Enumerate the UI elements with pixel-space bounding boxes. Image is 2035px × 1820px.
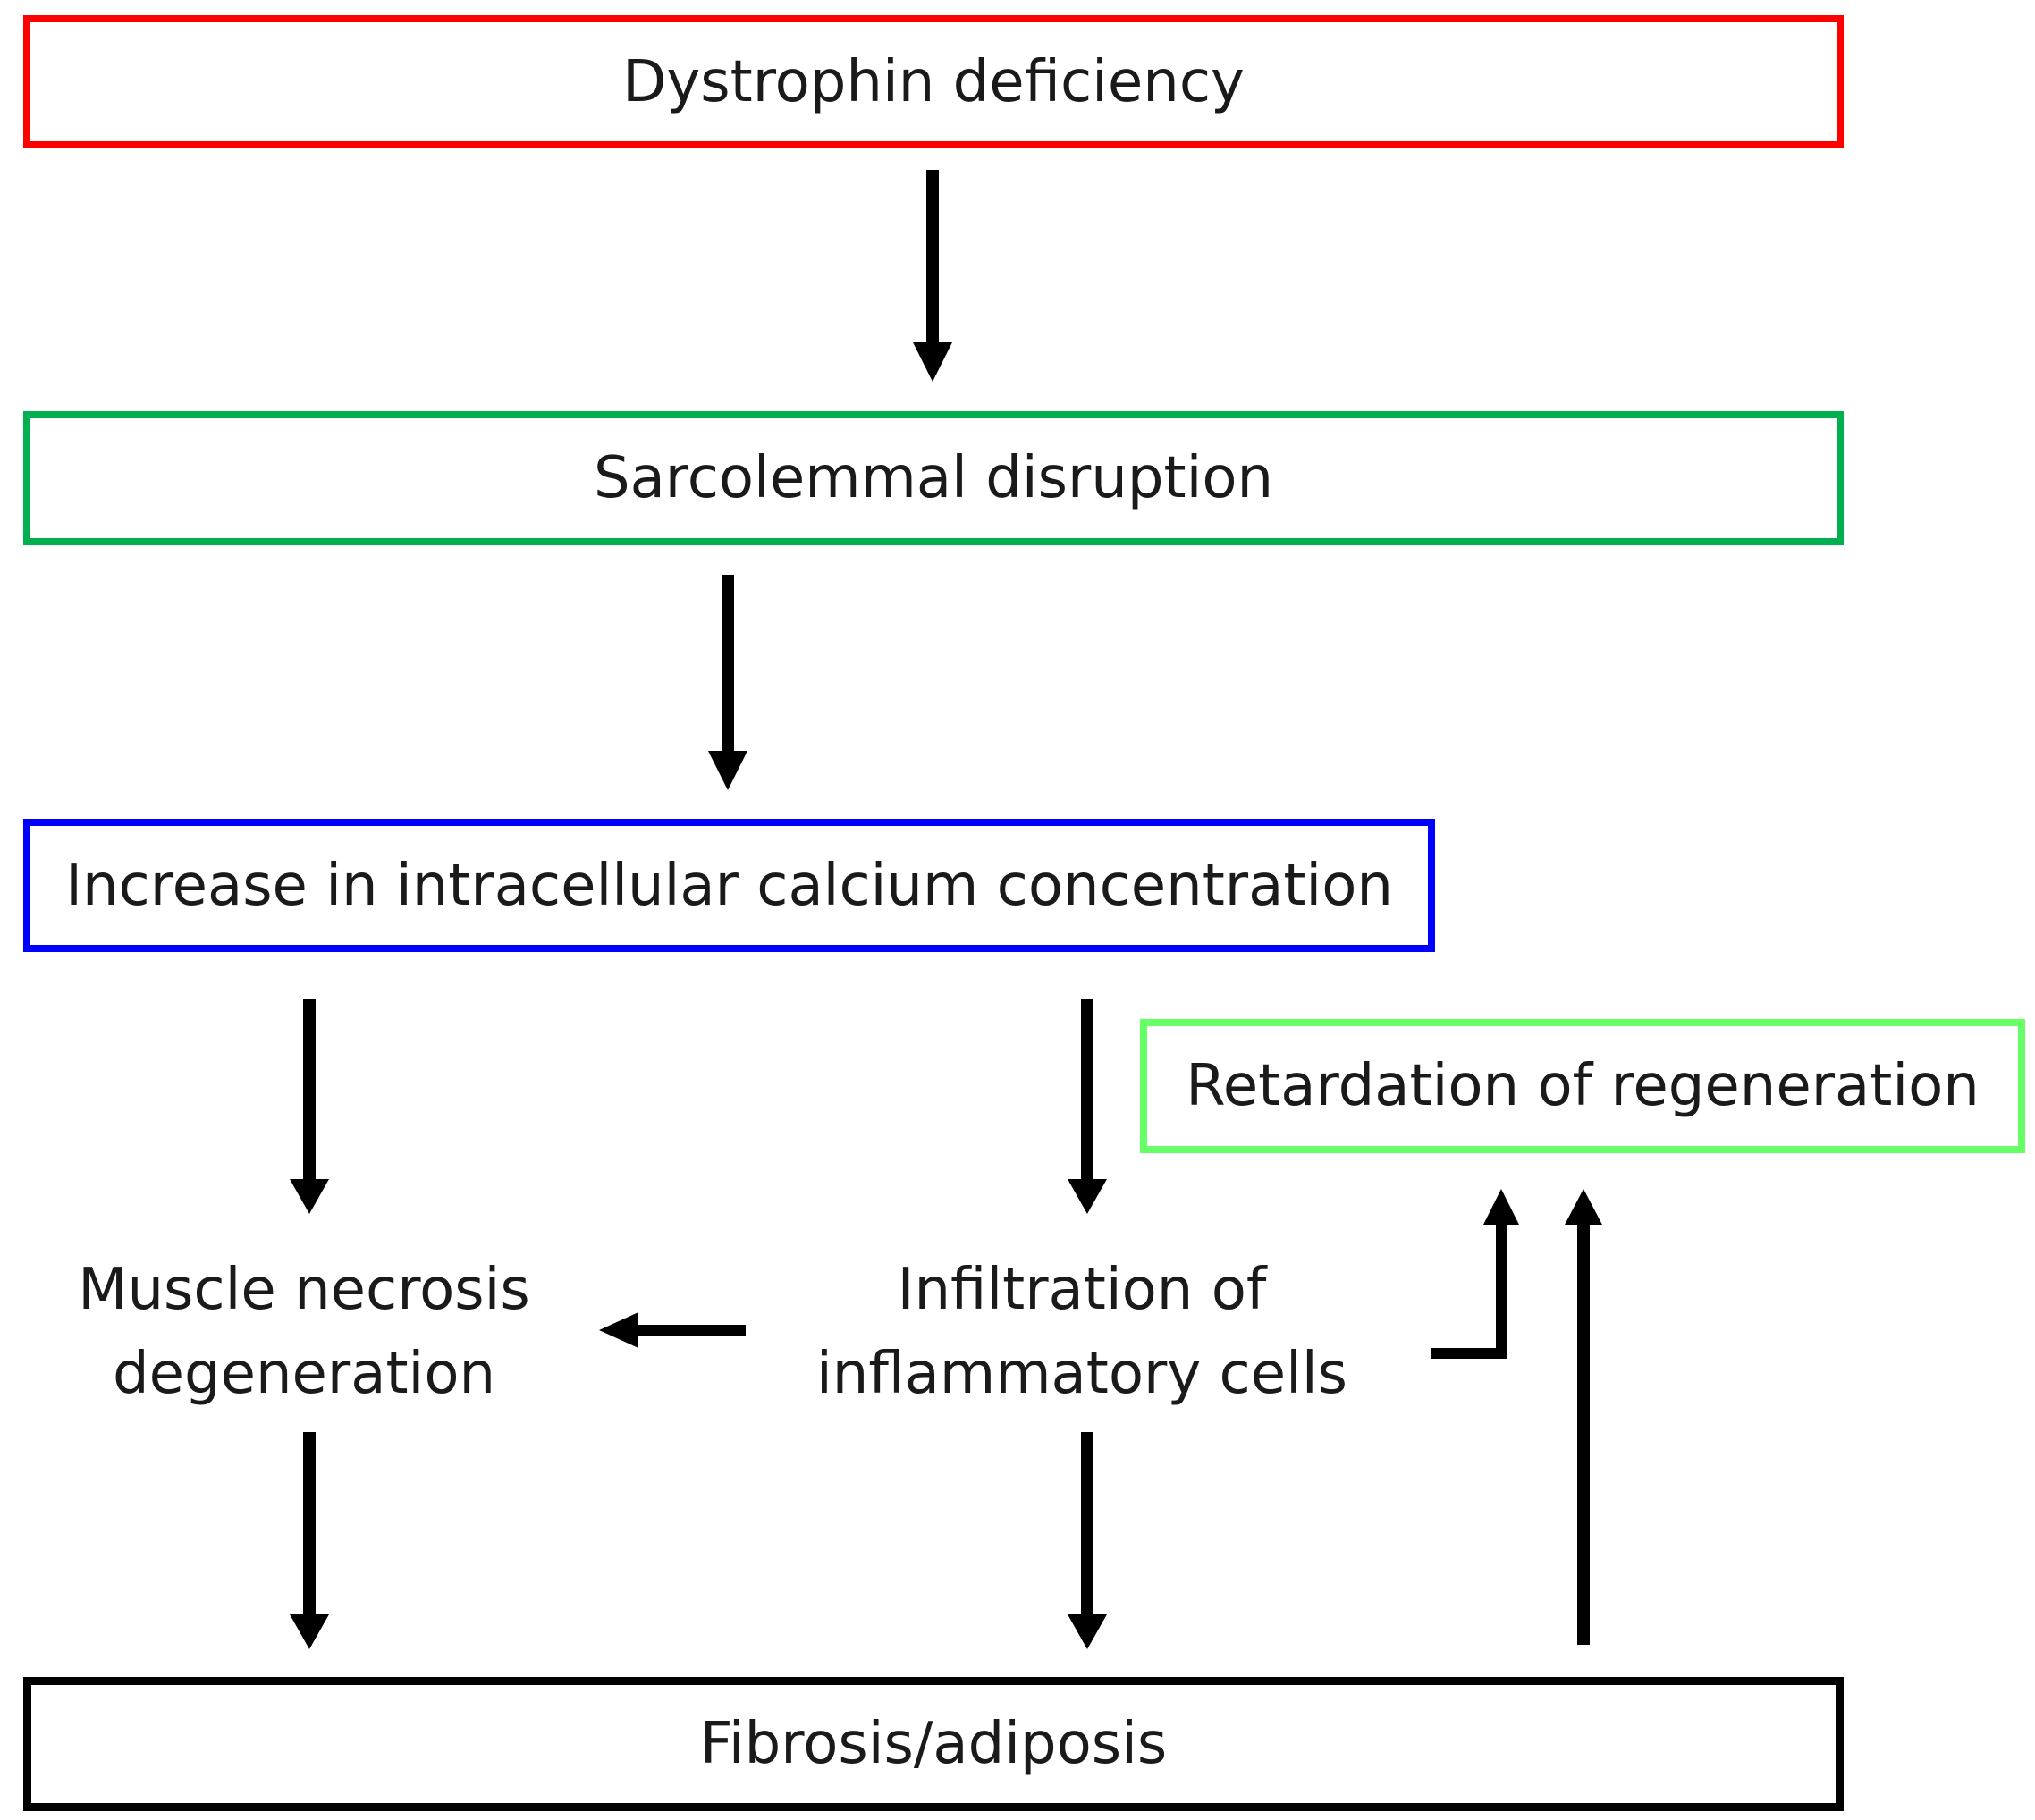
arrow-sarcolemmal-to-calcium xyxy=(708,575,747,790)
dystrophin-deficiency-label: Dystrophin deficiency xyxy=(622,48,1245,115)
arrow-infiltration-to-fibrosis xyxy=(1068,1432,1107,1649)
infiltration-node: Infiltration of inflammatory cells xyxy=(778,1247,1386,1417)
retardation-of-regeneration-label: Retardation of regeneration xyxy=(1186,1053,1980,1119)
arrow-dystrophin-to-sarcolemmal xyxy=(913,170,952,382)
retardation-of-regeneration-box: Retardation of regeneration xyxy=(1140,1019,2025,1153)
infiltration-line2: inflammatory cells xyxy=(815,1341,1348,1407)
arrow-infiltration-to-necrosis xyxy=(599,1312,746,1348)
calcium-concentration-box: Increase in intracellular calcium concen… xyxy=(23,819,1435,952)
arrow-infiltration-to-retardation xyxy=(1431,1189,1519,1359)
calcium-concentration-label: Increase in intracellular calcium concen… xyxy=(65,852,1393,919)
arrow-calcium-to-infiltration xyxy=(1068,999,1107,1214)
muscle-necrosis-line2: degeneration xyxy=(112,1341,496,1407)
arrow-necrosis-to-fibrosis xyxy=(290,1432,329,1649)
arrow-fibrosis-to-retardation xyxy=(1565,1189,1602,1645)
infiltration-line1: Infiltration of xyxy=(897,1257,1267,1323)
muscle-necrosis-node: Muscle necrosis degeneration xyxy=(36,1247,572,1417)
arrow-calcium-to-necrosis xyxy=(290,999,329,1214)
fibrosis-adiposis-label: Fibrosis/adiposis xyxy=(699,1711,1168,1777)
fibrosis-adiposis-box: Fibrosis/adiposis xyxy=(23,1677,1844,1811)
sarcolemmal-disruption-box: Sarcolemmal disruption xyxy=(23,411,1844,545)
dystrophin-deficiency-box: Dystrophin deficiency xyxy=(23,15,1844,148)
muscle-necrosis-line1: Muscle necrosis xyxy=(78,1257,530,1323)
sarcolemmal-disruption-label: Sarcolemmal disruption xyxy=(593,445,1274,511)
